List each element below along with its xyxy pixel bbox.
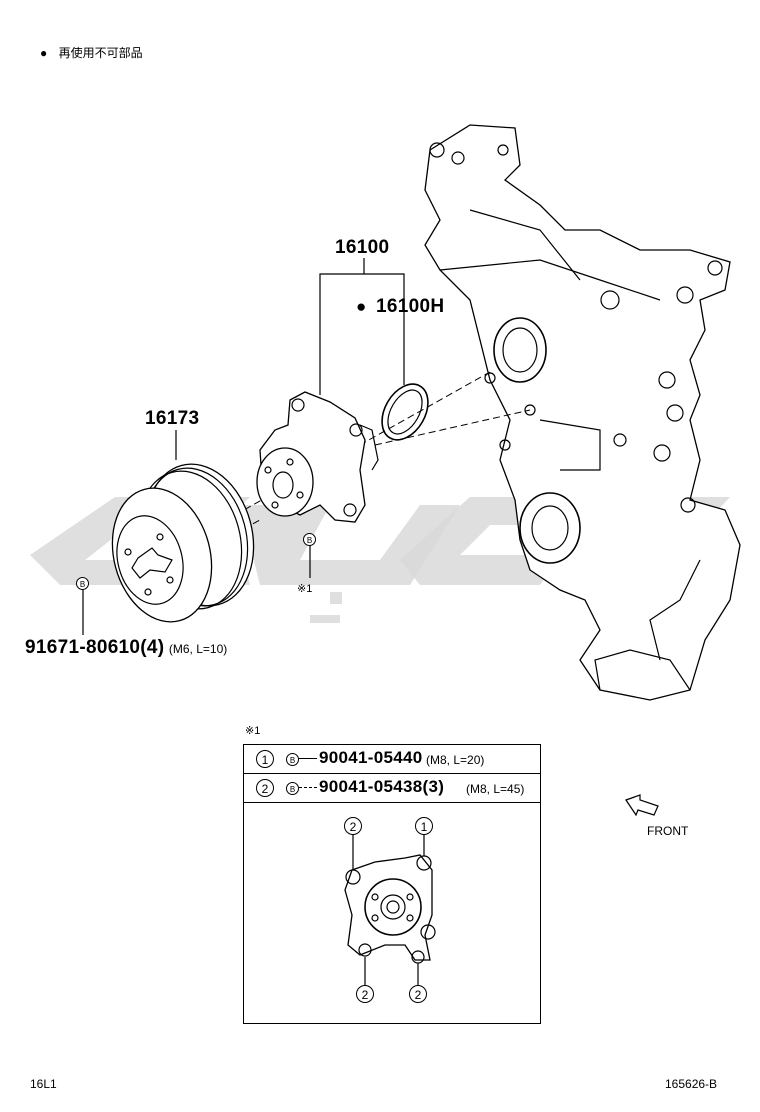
detail-box: 1 B 90041-05440 (M8, L=20) 2 B 90041-054… xyxy=(243,744,541,1024)
bolt-b-symbol-pump: B xyxy=(303,533,316,546)
footer-code-left: 16L1 xyxy=(30,1077,57,1091)
front-label: FRONT xyxy=(647,824,689,838)
ref-mark-1: ※1 xyxy=(297,583,313,595)
detail-row-1-b-symbol: B xyxy=(286,753,299,766)
bolt-b-symbol-pulley: B xyxy=(76,577,89,590)
flange-detail xyxy=(344,835,436,985)
part-label-16100h[interactable]: 16100H xyxy=(376,296,445,317)
reuse-bullet: ● xyxy=(356,297,367,316)
callout-bolt-2-bottom-left: 2 xyxy=(356,985,374,1003)
front-arrow-icon xyxy=(625,794,659,817)
gasket-ring xyxy=(381,383,429,441)
callout-bolt-1-top-right: 1 xyxy=(415,817,433,835)
detail-row-1-part[interactable]: 90041-05440 xyxy=(319,748,423,767)
detail-row-2-part[interactable]: 90041-05438(3) xyxy=(319,777,445,796)
detail-row-1-leader xyxy=(299,758,317,759)
detail-row-1-number: 1 xyxy=(256,750,274,768)
pulley xyxy=(111,463,255,623)
callout-bolt-2-bottom-right: 2 xyxy=(409,985,427,1003)
detail-title: ※1 xyxy=(245,725,261,737)
timing-cover xyxy=(424,124,741,701)
detail-row-1: 1 B 90041-05440 (M8, L=20) xyxy=(244,745,540,774)
detail-row-2-leader xyxy=(299,787,317,788)
legend-bullet: ● xyxy=(40,46,48,60)
part-label-16100[interactable]: 16100 xyxy=(335,237,390,258)
part-label-16173[interactable]: 16173 xyxy=(145,408,200,429)
bolt-main-number: 91671-80610(4) xyxy=(25,637,165,658)
legend-text: 再使用不可部品 xyxy=(58,46,143,60)
legend: ● 再使用不可部品 xyxy=(40,44,143,61)
detail-row-2-number: 2 xyxy=(256,779,274,797)
water-pump xyxy=(256,391,379,523)
detail-row-2-b-symbol: B xyxy=(286,782,299,795)
detail-row-1-spec: (M8, L=20) xyxy=(426,753,485,767)
part-label-bolt-main[interactable]: 91671-80610(4) (M6, L=10) xyxy=(25,637,227,659)
detail-row-2: 2 B 90041-05438(3) (M8, L=45) xyxy=(244,774,540,803)
detail-row-2-spec: (M8, L=45) xyxy=(466,782,525,796)
callout-bolt-2-top-left: 2 xyxy=(344,817,362,835)
footer-code-right: 165626-B xyxy=(665,1077,718,1091)
bolt-main-spec: (M6, L=10) xyxy=(168,642,228,656)
